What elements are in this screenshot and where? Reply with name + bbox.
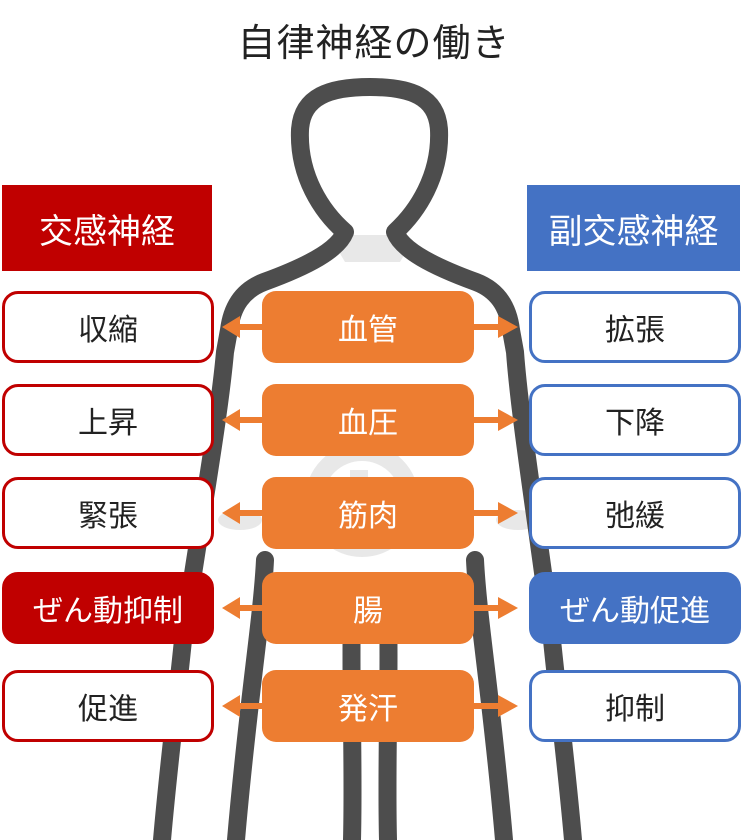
arrow-row-3 <box>222 502 518 524</box>
sympathetic-header: 交感神経 <box>2 185 212 271</box>
organ-blood-pressure: 血圧 <box>262 384 474 456</box>
organ-intestine: 腸 <box>262 572 474 644</box>
sympathetic-effect-intestine: ぜん動抑制 <box>2 572 214 644</box>
body-outline <box>153 78 582 840</box>
page-title: 自律神経の働き <box>237 21 511 65</box>
parasympathetic-effect-blood-pressure: 下降 <box>529 384 741 456</box>
arrow-row-1 <box>222 316 518 338</box>
organ-blood-vessel: 血管 <box>262 291 474 363</box>
parasympathetic-effect-sweating: 抑制 <box>529 670 741 742</box>
sympathetic-effect-blood-vessel: 収縮 <box>2 291 214 363</box>
parasympathetic-effect-intestine: ぜん動促進 <box>529 572 741 644</box>
organ-sweating: 発汗 <box>262 670 474 742</box>
sympathetic-effect-sweating: 促進 <box>2 670 214 742</box>
parasympathetic-header: 副交感神経 <box>527 185 740 271</box>
arrow-row-2 <box>222 409 518 431</box>
arrow-row-4 <box>222 597 518 619</box>
arrow-row-5 <box>222 695 518 717</box>
sympathetic-effect-blood-pressure: 上昇 <box>2 384 214 456</box>
parasympathetic-effect-blood-vessel: 拡張 <box>529 291 741 363</box>
organ-muscle: 筋肉 <box>262 477 474 549</box>
sympathetic-effect-muscle: 緊張 <box>2 477 214 549</box>
arrows <box>222 316 518 717</box>
parasympathetic-effect-muscle: 弛緩 <box>529 477 741 549</box>
